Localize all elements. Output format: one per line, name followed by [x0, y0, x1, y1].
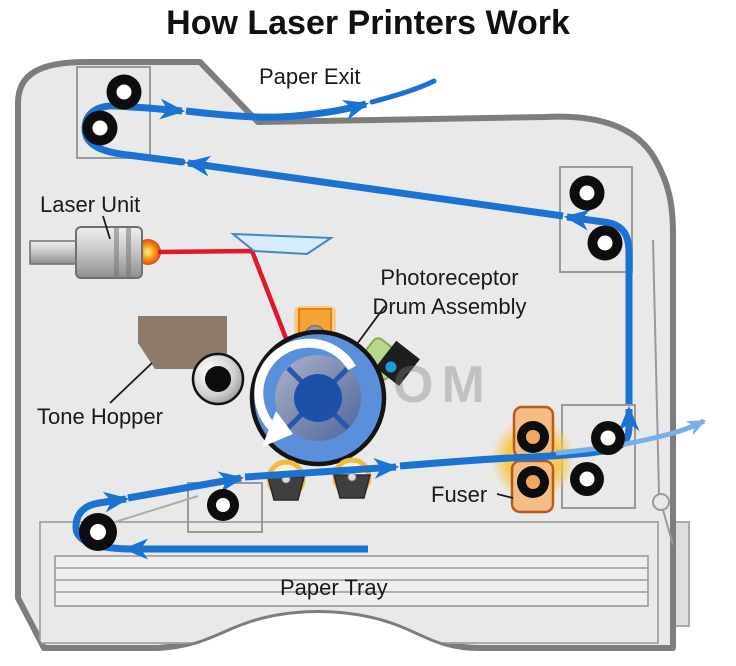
diagram-title: How Laser Printers Work [166, 4, 570, 42]
fuser-rollers [517, 421, 549, 498]
tone-hopper-pointer [109, 362, 153, 404]
watermark: OM [393, 356, 493, 414]
exit-roller-box-left [76, 66, 151, 159]
photoreceptor-pointer [356, 305, 386, 345]
photoreceptor-drum-graphic [249, 329, 387, 467]
laser-beam [157, 248, 290, 342]
exit-rollers-top-left [82, 74, 142, 146]
fuser-pointer [496, 493, 514, 499]
feed-rollers-top-right [569, 175, 623, 261]
rollers [79, 74, 625, 551]
photoreceptor-label-line1: Photoreceptor [380, 265, 519, 290]
tone-hopper-label: Tone Hopper [37, 404, 163, 429]
laser-unit-graphic [29, 226, 161, 279]
paper-guide-line [114, 495, 199, 523]
toner-hopper-graphic [138, 316, 227, 369]
fuser-label: Fuser [431, 482, 488, 507]
feed-roller-box-right [559, 166, 633, 273]
laser-unit-pointer [102, 215, 111, 240]
laser-unit-label: Laser Unit [40, 192, 141, 217]
photoreceptor-drum-label: Photoreceptor Drum Assembly [352, 263, 547, 321]
exit-rollers-lower-right [570, 421, 625, 496]
scanning-mirror [230, 232, 335, 256]
photoreceptor-label-line2: Drum Assembly [372, 294, 527, 319]
developer-roller [191, 352, 245, 406]
registration-roller [207, 489, 239, 521]
paper-exit-label: Paper Exit [259, 64, 361, 89]
label-pointer-lines [102, 215, 514, 499]
paper-exit-arrow [369, 78, 437, 105]
rear-door-flap [652, 239, 673, 546]
drum-rotation-arrow [254, 338, 356, 431]
pickup-roller [79, 513, 117, 551]
straight-through-path [555, 418, 707, 456]
paper-tray-label: Paper Tray [280, 575, 388, 600]
